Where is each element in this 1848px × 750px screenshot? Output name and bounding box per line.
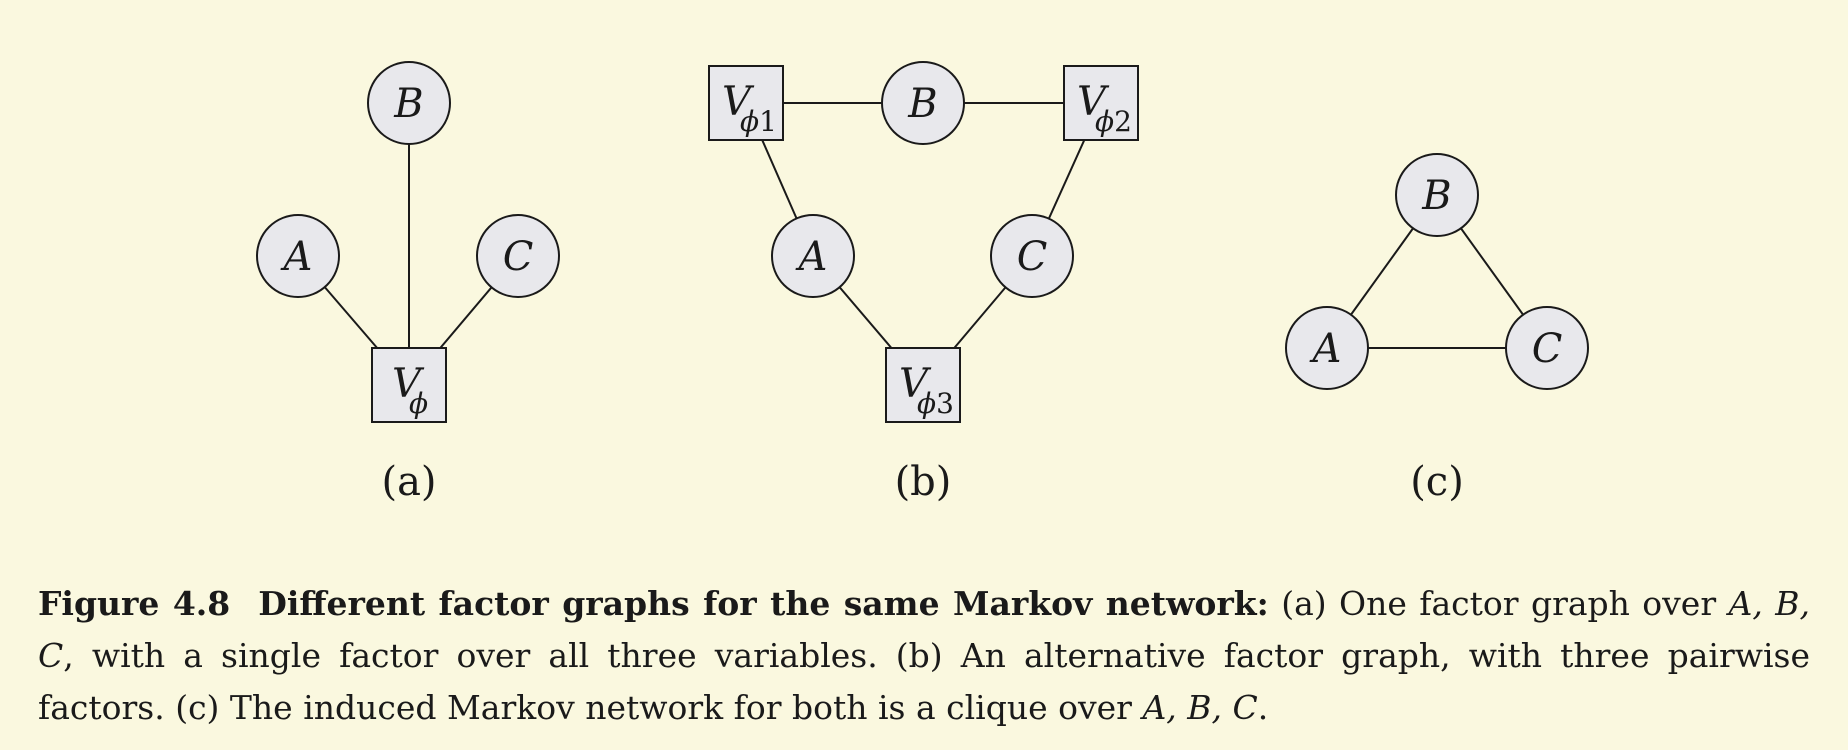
subscript-phi: ϕ — [1095, 105, 1114, 138]
factor-node-b-V3: Vϕ3 — [885, 347, 961, 423]
caption-title: Different factor graphs for the same Mar… — [258, 584, 1269, 623]
variable-label: C — [1532, 326, 1563, 372]
subscript-phi: ϕ — [917, 387, 936, 420]
variable-label: B — [393, 81, 423, 127]
factor-label: V — [722, 79, 755, 125]
factor-label: V — [1077, 79, 1110, 125]
figure-caption: Figure 4.8 Different factor graphs for th… — [38, 578, 1810, 734]
factor-square — [885, 347, 961, 423]
factor-square — [371, 347, 447, 423]
factor-subscript: ϕ1 — [740, 105, 777, 138]
caption-text-3: . — [1257, 688, 1269, 727]
variable-circle — [1505, 306, 1589, 390]
variable-node-c-C: C — [1505, 306, 1589, 390]
variable-node-c-B: B — [1395, 153, 1479, 237]
factor-node-a-Vphi: Vϕ — [371, 347, 447, 423]
variable-node-b-C: C — [990, 214, 1074, 298]
caption-text-1: (a) One factor graph over — [1268, 584, 1729, 623]
variable-label: A — [280, 234, 313, 280]
caption-label: Figure 4.8 — [38, 584, 231, 623]
factor-square — [1063, 65, 1139, 141]
factor-subscript: ϕ3 — [917, 387, 954, 420]
subscript-index: 1 — [759, 105, 777, 138]
caption-text-2: , with a single factor over all three va… — [38, 636, 1810, 727]
variable-circle — [771, 214, 855, 298]
factor-node-b-V2: Vϕ2 — [1063, 65, 1139, 141]
factor-subscript: ϕ — [409, 387, 428, 420]
caption-vars-2: A, B, C — [1142, 688, 1258, 727]
variable-node-c-A: A — [1285, 306, 1369, 390]
variable-circle — [1395, 153, 1479, 237]
variable-circle — [367, 61, 451, 145]
panel-label-b: (b) — [895, 459, 952, 505]
factor-subscript: ϕ2 — [1095, 105, 1132, 138]
panel-label-a: (a) — [381, 459, 436, 505]
panel-label-c: (c) — [1410, 459, 1464, 505]
variable-label: B — [1421, 173, 1451, 219]
subscript-index: 2 — [1114, 105, 1132, 138]
variable-label: C — [503, 234, 534, 280]
factor-label: V — [899, 361, 932, 407]
variable-label: A — [795, 234, 828, 280]
variable-circle — [256, 214, 340, 298]
factor-label: V — [392, 361, 425, 407]
variable-node-a-C: C — [476, 214, 560, 298]
factor-square — [708, 65, 784, 141]
panel-labels-layer: (a) (b) (c) — [381, 459, 1463, 505]
subscript-phi: ϕ — [740, 105, 759, 138]
variable-label: A — [1309, 326, 1342, 372]
variable-node-a-A: A — [256, 214, 340, 298]
factor-node-b-V1: Vϕ1 — [708, 65, 784, 141]
variable-label: B — [907, 81, 937, 127]
variable-circle — [1285, 306, 1369, 390]
variable-circle — [990, 214, 1074, 298]
caption-vars-1: A, B, C — [38, 584, 1810, 675]
variable-label: C — [1017, 234, 1048, 280]
variable-node-b-B: B — [881, 61, 965, 145]
variable-circle — [881, 61, 965, 145]
variable-node-b-A: A — [771, 214, 855, 298]
variable-node-a-B: B — [367, 61, 451, 145]
subscript-index: 3 — [936, 387, 954, 420]
subscript-phi: ϕ — [409, 387, 428, 420]
variable-circle — [476, 214, 560, 298]
